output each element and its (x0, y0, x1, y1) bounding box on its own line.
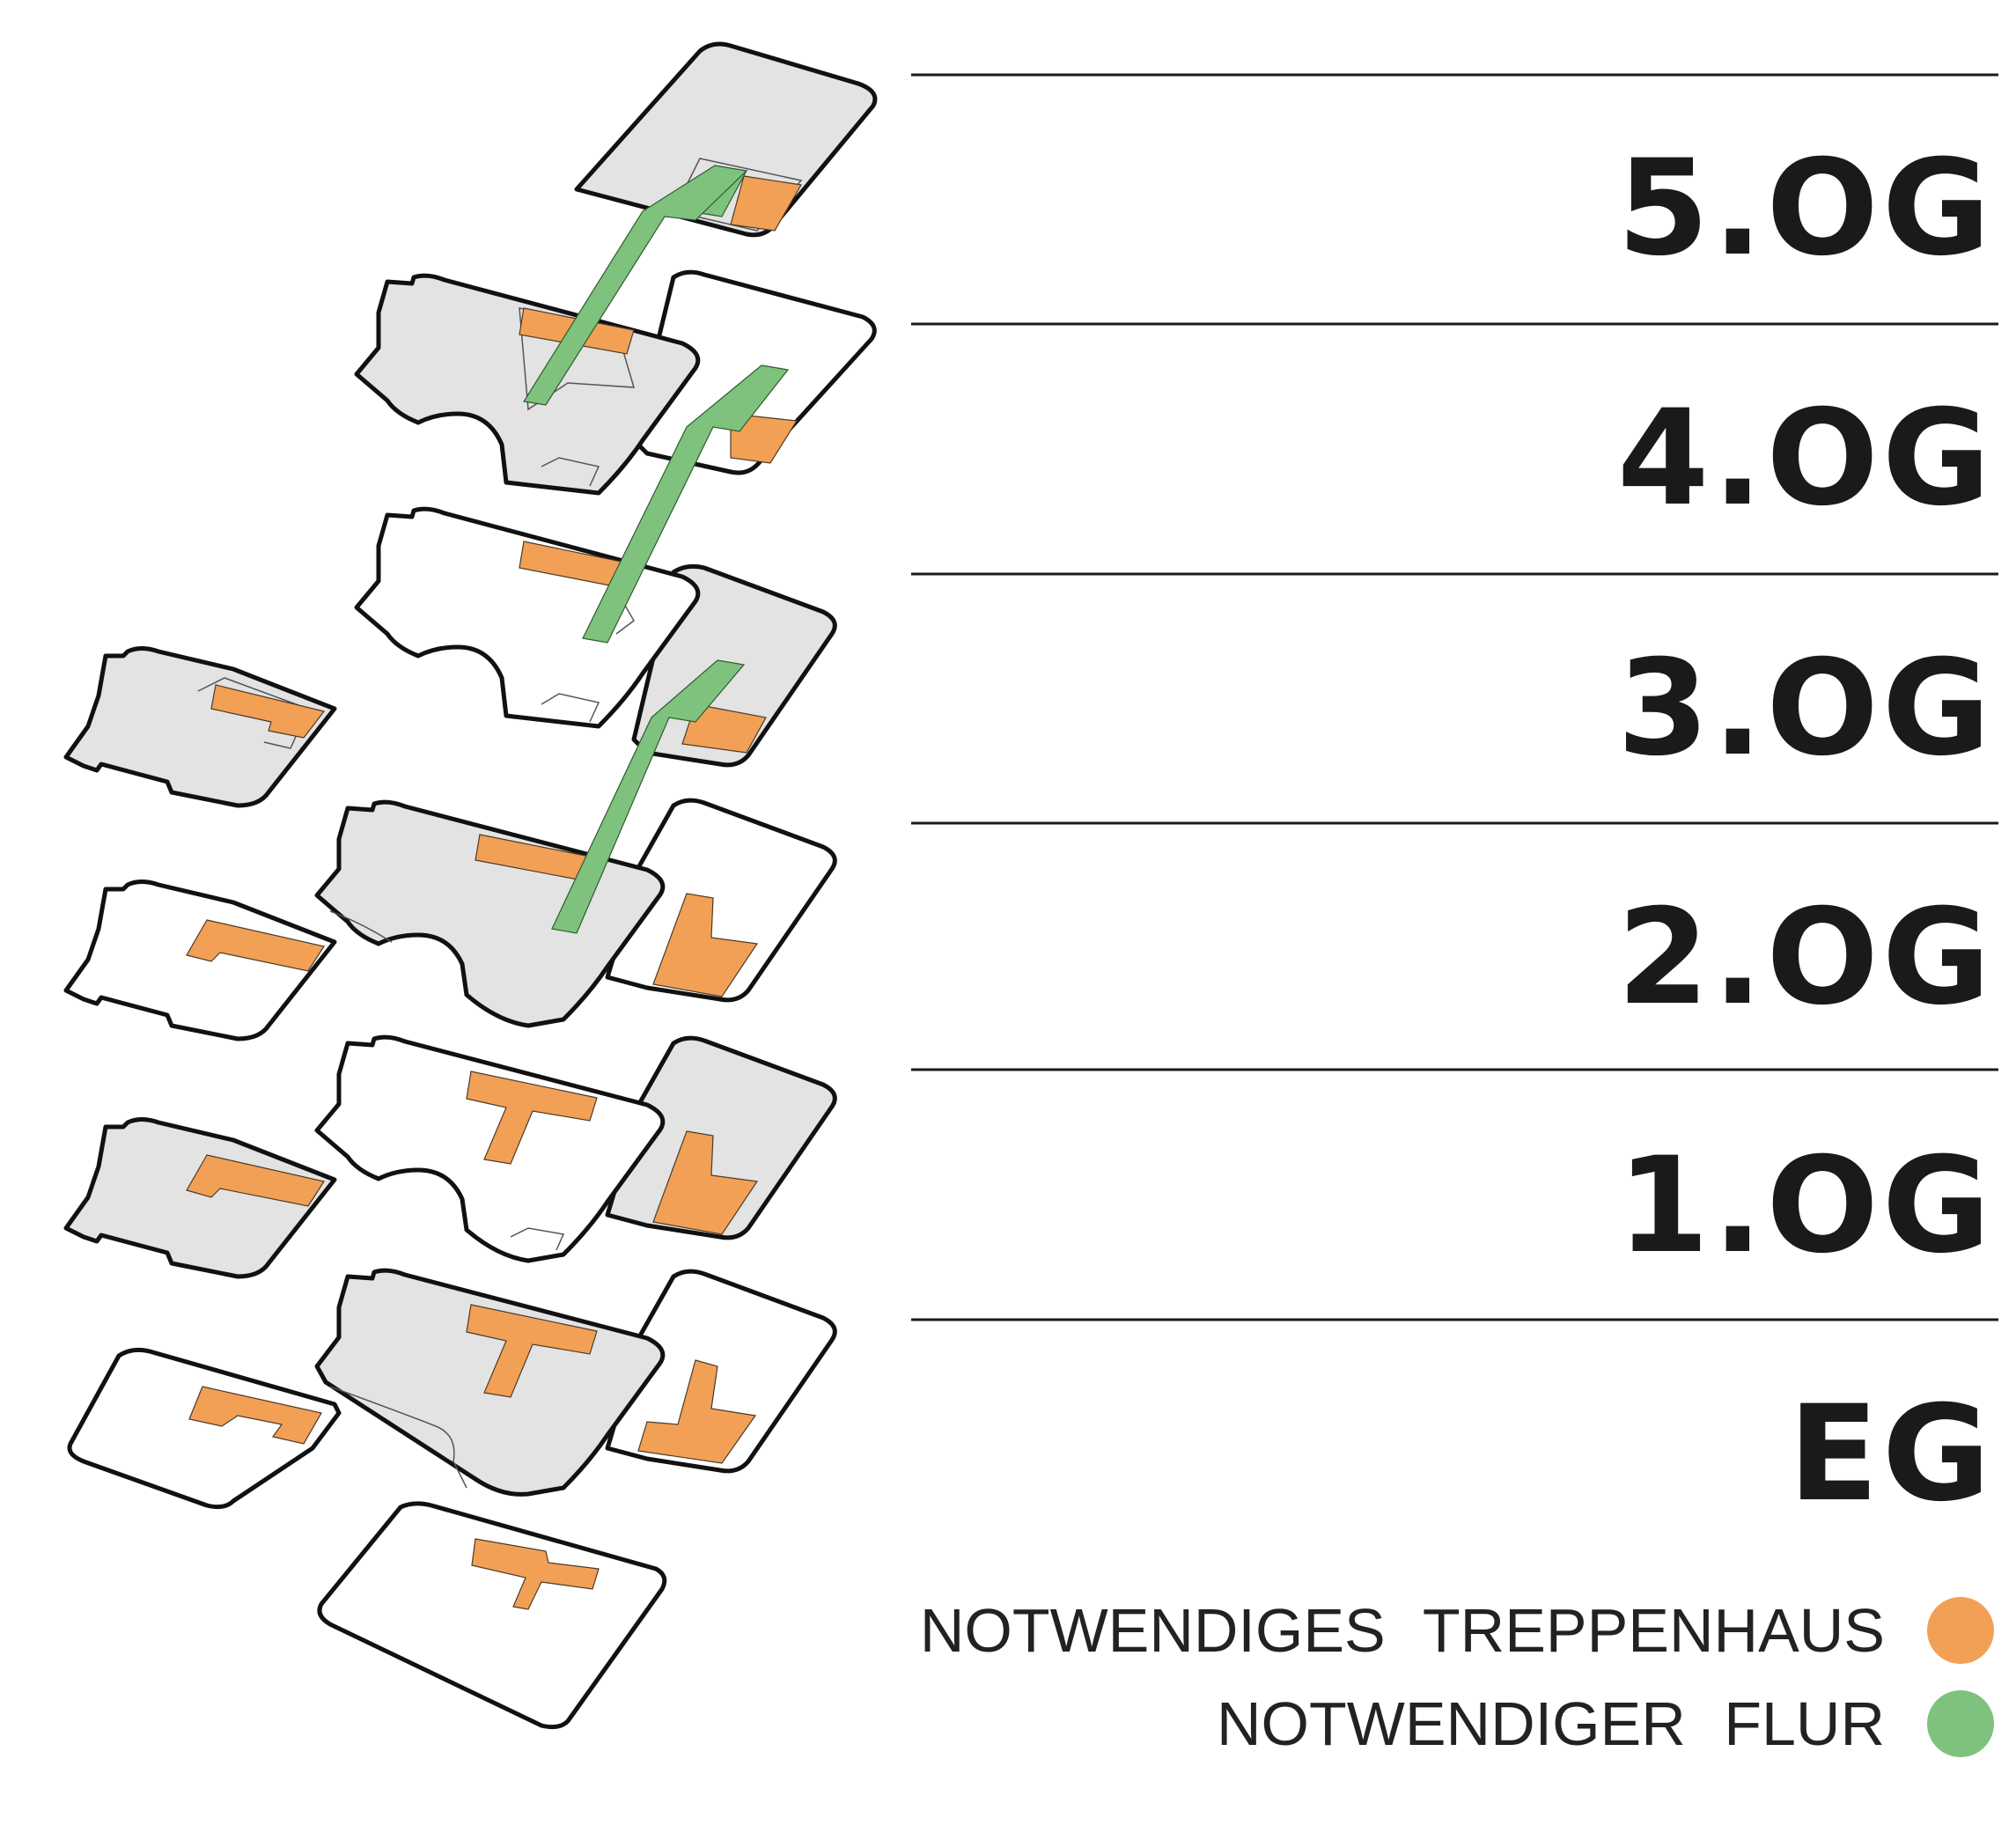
floor-4og-plan (354, 269, 877, 496)
floor-slab (63, 879, 337, 1041)
floor-label-1og: 1.OG (1617, 1130, 1994, 1283)
staircase-area (466, 1304, 598, 1398)
room-outline (510, 1227, 565, 1251)
staircase-area (186, 1154, 325, 1207)
floor-slab (605, 798, 837, 1003)
floor-2og-plan (63, 798, 837, 1041)
staircase-area (730, 413, 798, 464)
floor-slab (605, 1035, 837, 1240)
staircase-area (186, 919, 325, 972)
staircase-area (466, 1071, 598, 1165)
floor-label-eg: EG (1788, 1378, 1994, 1531)
floor-slab (317, 1501, 667, 1730)
floor-3og-plan (63, 506, 837, 808)
floor-slab (605, 1269, 837, 1474)
corridor-area (551, 659, 746, 934)
staircase-area (637, 1359, 757, 1464)
room-outline (329, 1386, 467, 1489)
corridor-area (523, 165, 748, 406)
staircase-area (652, 1130, 759, 1235)
floor-slab (63, 646, 337, 808)
staircase-area (681, 703, 767, 754)
floor-5og-plan (574, 41, 878, 238)
room-outline (541, 693, 600, 723)
legend-item-treppenhaus: NOTWENDIGES TREPPENHAUS (920, 1595, 1994, 1666)
staircase-area (471, 1538, 600, 1610)
legend-label: NOTWENDIGER FLUR (1217, 1689, 1885, 1758)
corridor-band (523, 165, 790, 934)
floor-eg-plan (67, 1268, 837, 1730)
legend-label: NOTWENDIGES TREPPENHAUS (919, 1596, 1885, 1665)
floor-label-5og: 5.OG (1617, 132, 1994, 285)
floor-label-4og: 4.OG (1617, 382, 1994, 535)
legend-item-flur: NOTWENDIGER FLUR (1217, 1689, 1994, 1759)
staircase-area (210, 684, 326, 739)
corridor-area (582, 364, 790, 644)
floor-slab (574, 41, 878, 238)
floor-label-3og: 3.OG (1617, 632, 1994, 785)
staircase-area (730, 175, 802, 232)
staircase-area (188, 1386, 322, 1445)
room-outline (329, 910, 393, 943)
floor-label-2og: 2.OG (1617, 881, 1994, 1034)
floor-slab (63, 1117, 337, 1279)
room-outline (541, 457, 600, 487)
floor-slab (354, 273, 701, 496)
staircase-area (652, 893, 759, 997)
floor-1og-plan (63, 1034, 837, 1279)
floor-slab (67, 1347, 342, 1510)
legend-swatch-green (1927, 1690, 1994, 1757)
legend-swatch-orange (1927, 1597, 1994, 1664)
